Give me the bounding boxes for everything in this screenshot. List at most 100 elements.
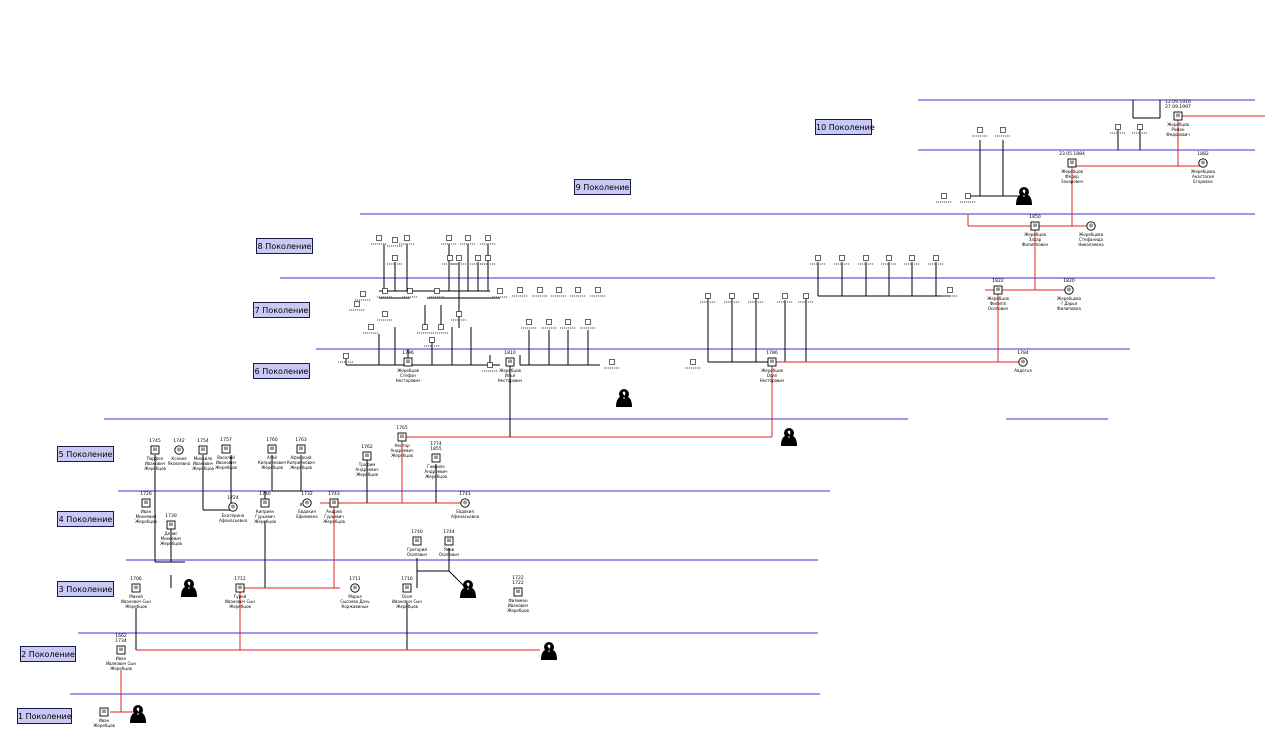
minor-person-icon: [909, 255, 915, 261]
minor-person-icon: [382, 288, 388, 294]
person-darya-name[interactable]: Жеребцова ? Дарья Филиповна: [1056, 296, 1082, 311]
generation-label-10[interactable]: 10 Поколение: [815, 119, 875, 135]
minor-person-icon: [517, 287, 523, 293]
person-gurei-name[interactable]: Гурей Иванович Сын Жеребцов: [224, 594, 256, 609]
minor-person-icon: [429, 337, 435, 343]
generation-label-7[interactable]: 7 Поколение: [253, 302, 310, 318]
minor-person-icon: [839, 255, 845, 261]
minor-person-icon: [485, 235, 491, 241]
minor-person-icon: [705, 293, 711, 299]
minor-person-icon: [947, 287, 953, 293]
person-marya-years: 1711: [349, 577, 361, 582]
person-mikhei-name[interactable]: Михей Иванович Сын Жеребцов: [120, 594, 152, 609]
person-evdokia2-years: 1741: [459, 492, 471, 497]
generation-label-8[interactable]: 8 Поколение: [256, 238, 313, 254]
person-ivan4-years: 1726: [140, 492, 152, 497]
person-zakhar-name[interactable]: Жеребцов Захар Филиппович: [1021, 232, 1049, 247]
person-fedor-years: 23.05.1884: [1059, 152, 1085, 157]
generation-label-5[interactable]: 5 Поколение: [57, 446, 114, 462]
person-grigory-name[interactable]: Григорий Осипович: [406, 547, 428, 557]
person-denis-name[interactable]: Денис Михеевич Жеребцов: [160, 531, 182, 546]
minor-person-icon: [863, 255, 869, 261]
person-ivan4-name[interactable]: Иван Михеевич Жеребцов: [135, 509, 157, 524]
minor-person-icon: [485, 255, 491, 261]
minor-person-icon: [447, 255, 453, 261]
person-trofim-name[interactable]: Трофим Андреевич Жеребцов: [355, 462, 379, 477]
generation-label-6[interactable]: 6 Поколение: [253, 363, 310, 379]
person-filipp-years: 1822: [992, 279, 1004, 284]
person-yakov-years: 1744: [443, 530, 455, 535]
person-agei-years: 1760: [266, 438, 278, 443]
person-ivan2-name[interactable]: Иван Иванович Сын Жеребцов: [105, 656, 137, 671]
person-anastasia-years: 1882: [1197, 152, 1209, 157]
minor-person-icon: [354, 301, 360, 307]
person-osip3-name[interactable]: Осип Иванович Сын Жеребцов: [391, 594, 423, 609]
person-marya-name[interactable]: Марья Сысоева Дочь Коржавиных: [340, 594, 370, 609]
person-avdotya-years: 1784: [1017, 351, 1029, 356]
generation-label-2[interactable]: 2 Поколение: [20, 646, 76, 662]
person-evdokia-years: 1732: [301, 492, 313, 497]
person-ivan1-name[interactable]: Иван Жеребцов: [93, 718, 115, 728]
minor-person-icon: [977, 127, 983, 133]
person-parfen-name[interactable]: Парфен Иванович Жеребцов: [144, 456, 166, 471]
person-filimon-years: 1722 1722: [512, 576, 524, 586]
generation-label-1[interactable]: 1 Поколение: [17, 708, 72, 724]
unknown-person-silhouette-icon: [181, 579, 197, 597]
person-filipp-name[interactable]: Жеребцов Филипп Осипович: [987, 296, 1009, 311]
minor-person-icon: [546, 319, 552, 325]
person-osip3-years: 1716: [401, 577, 413, 582]
minor-person-icon: [392, 255, 398, 261]
person-nestor-name[interactable]: Нестор Андреевич Жеребцов: [390, 443, 414, 458]
person-ilya-name[interactable]: Жеребцов Илья Несторович: [497, 368, 523, 383]
person-osip6-years: 1786: [766, 351, 778, 356]
generation-label-4[interactable]: 4 Поколение: [57, 511, 114, 527]
generation-label-3[interactable]: 3 Поколение: [57, 581, 114, 597]
unknown-person-silhouette-icon: [130, 705, 146, 723]
minor-person-icon: [526, 319, 532, 325]
generation-label-9[interactable]: 9 Поколение: [574, 179, 631, 195]
person-gurei-years: 1712: [234, 577, 246, 582]
minor-person-icon: [497, 288, 503, 294]
minor-person-icon: [565, 319, 571, 325]
person-evdokia2-name[interactable]: Евдокия Афанасьевна: [450, 509, 480, 519]
person-grigory-years: 1740: [411, 530, 423, 535]
minor-person-icon: [456, 311, 462, 317]
unknown-person-silhouette-icon: [1016, 187, 1032, 205]
person-yakov-name[interactable]: Яков Осипович: [438, 547, 460, 557]
person-filimon-name[interactable]: Филимон Иванович Жеребцов: [507, 598, 529, 613]
person-gavrilo-name[interactable]: Гаврило Андреевич Жеребцов: [424, 464, 448, 479]
minor-person-icon: [368, 324, 374, 330]
minor-person-icon: [556, 287, 562, 293]
minor-person-icon: [456, 255, 462, 261]
person-evdokia-name[interactable]: Евдокия Ефимовна: [296, 509, 318, 519]
minor-person-icon: [392, 237, 398, 243]
person-avdotya-name[interactable]: Авдотья: [1014, 368, 1032, 373]
person-anastasia-name[interactable]: Жеребцова Анастасия Егоровна: [1190, 169, 1216, 184]
minor-person-icon: [609, 359, 615, 365]
person-stefan-years: 1796: [402, 351, 414, 356]
minor-person-icon: [965, 193, 971, 199]
person-ekaterina-name[interactable]: Екатерина Афонасьевна: [218, 513, 248, 523]
person-stefan-name[interactable]: Жеребцов Стефан Несторович: [395, 368, 421, 383]
person-darya-years: 1820: [1063, 279, 1075, 284]
person-fedor-name[interactable]: Жеребцов Федор Захарович: [1060, 169, 1084, 184]
person-stefanida-name[interactable]: Жеребцова Стефанида Николаевна: [1078, 232, 1104, 247]
person-agei-name[interactable]: Агей Киприянович Жеребцов: [258, 455, 286, 470]
person-ksenia-name[interactable]: Ксения Яковлевна: [167, 456, 191, 466]
person-afanasy-name[interactable]: Афанасий Киприянович Жеребцов: [287, 455, 315, 470]
person-vasily-name[interactable]: Василий Иванович Жеребцов: [215, 455, 237, 470]
person-mikhailo-years: 1754: [197, 439, 209, 444]
person-kiprian-name[interactable]: Киприян Гурьевич Жеребцов: [254, 509, 276, 524]
minor-person-icon: [815, 255, 821, 261]
person-andrei-name[interactable]: Андрей Гурьевич Жеребцов: [323, 509, 345, 524]
minor-person-icon: [941, 193, 947, 199]
minor-person-icon: [360, 291, 366, 297]
minor-person-icon: [343, 353, 349, 359]
person-roman-name[interactable]: Жеребцов Роман Федорович: [1166, 122, 1190, 137]
person-denis-years: 1730: [165, 514, 177, 519]
person-afanasy-years: 1763: [295, 438, 307, 443]
person-mikhailo-name[interactable]: Михайло Иванович Жеребцов: [192, 456, 214, 471]
person-osip6-name[interactable]: Жеребцов Осип Несторович: [759, 368, 785, 383]
minor-person-icon: [438, 324, 444, 330]
